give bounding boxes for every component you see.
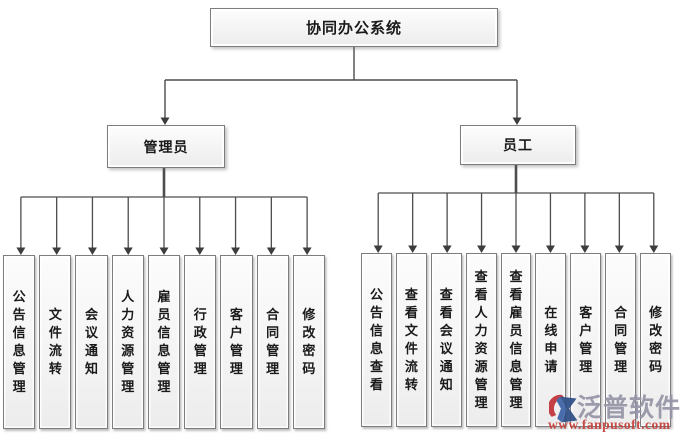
node-admin-child: 雇员信息管理 (147, 255, 181, 429)
admin-child-label: 会议通知 (85, 307, 99, 376)
employee-child-label: 查看会议通知 (439, 287, 453, 392)
node-admin-child: 客户管理 (220, 255, 253, 429)
node-root: 协同办公系统 (210, 8, 498, 47)
node-admin-child: 修改密码 (292, 255, 325, 429)
employee-child-label: 查看文件流转 (404, 287, 418, 392)
node-employee-child: 客户管理 (570, 253, 602, 427)
admin-children-group: 公告信息管理 文件流转 会议通知 人力资源管理 雇员信息管理 行政管理 客户管理… (3, 255, 325, 429)
admin-child-label: 文件流转 (48, 307, 62, 376)
employee-child-label: 客户管理 (579, 305, 593, 374)
admin-child-label: 人力资源管理 (121, 289, 135, 394)
node-employee-child: 在线申请 (535, 253, 567, 427)
node-admin-child: 文件流转 (39, 255, 72, 429)
node-employee-child: 查看雇员信息管理 (500, 253, 532, 427)
employee-children-group: 公告信息查看 查看文件流转 查看会议通知 查看人力资源管理 查看雇员信息管理 在… (361, 253, 672, 427)
node-admin-child: 行政管理 (184, 255, 217, 429)
node-employee-child: 查看会议通知 (430, 253, 462, 427)
node-employee: 员工 (460, 125, 576, 165)
employee-child-label: 合同管理 (614, 305, 628, 374)
admin-child-label: 公告信息管理 (12, 289, 26, 394)
node-admin: 管理员 (107, 125, 225, 168)
node-employee-child: 公告信息查看 (361, 253, 392, 427)
fanpu-logo-icon (549, 394, 578, 423)
employee-child-label: 公告信息查看 (369, 287, 383, 392)
admin-child-label: 雇员信息管理 (157, 289, 171, 394)
admin-child-label: 合同管理 (266, 307, 280, 376)
employee-child-label: 查看人力资源管理 (474, 269, 488, 410)
node-admin-child: 公告信息管理 (3, 255, 36, 429)
admin-child-label: 客户管理 (229, 307, 243, 376)
node-employee-label: 员工 (503, 139, 533, 154)
node-admin-child: 会议通知 (75, 255, 108, 429)
admin-child-label: 修改密码 (302, 307, 316, 376)
node-admin-label: 管理员 (143, 140, 189, 156)
node-employee-child: 合同管理 (605, 253, 637, 427)
employee-child-label: 查看雇员信息管理 (509, 269, 523, 410)
node-admin-child: 人力资源管理 (111, 255, 144, 429)
node-employee-child: 修改密码 (640, 253, 672, 427)
node-employee-child: 查看文件流转 (395, 253, 427, 427)
watermark: 泛普软件 www.fanpusoft.com (547, 390, 685, 436)
employee-child-label: 在线申请 (544, 305, 558, 374)
employee-child-label: 修改密码 (649, 305, 663, 374)
node-admin-child: 合同管理 (256, 255, 289, 429)
node-employee-child: 查看人力资源管理 (465, 253, 497, 427)
watermark-url: www.fanpusoft.com (548, 417, 671, 432)
admin-child-label: 行政管理 (193, 307, 207, 376)
watermark-brand: 泛普软件 (577, 395, 682, 422)
node-root-label: 协同办公系统 (305, 21, 402, 37)
